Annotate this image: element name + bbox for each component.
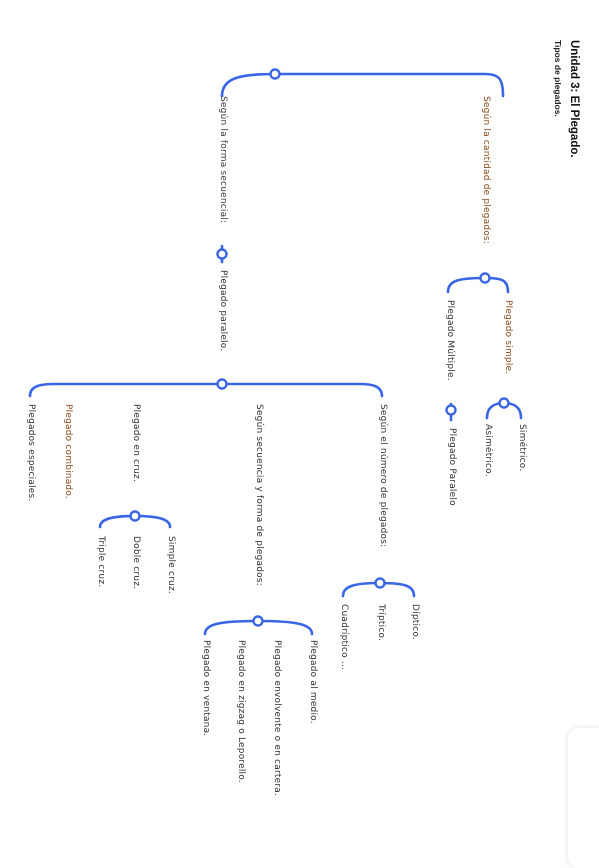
leaf-diptico: Díptico. — [410, 604, 420, 640]
branch-label-forma: Según la forma secuencial: — [218, 96, 228, 224]
leaf-envolvente: Plegado envolvente o en cartera. — [272, 640, 282, 797]
leaf-asimetrico: Asimétrico. — [483, 424, 493, 477]
leaf-triple-cruz: Triple cruz. — [96, 536, 106, 588]
node-multiple — [445, 404, 457, 416]
floating-panel-edge — [568, 728, 599, 868]
node-cruz — [129, 510, 141, 522]
leaf-al-medio: Plegado al medio. — [308, 640, 318, 724]
connector-cantidad-brace — [446, 276, 510, 294]
node-paralelo — [216, 378, 228, 390]
node-label-secuencia: Según secuencia y forma de plegados: — [254, 404, 264, 586]
branch-label-cantidad: Según la cantidad de plegados: — [481, 96, 491, 245]
node-label-cruz: Plegado en cruz. — [131, 404, 141, 483]
node-label-combinado: Plegado combinado. — [63, 404, 73, 499]
leaf-simple-cruz: Simple cruz. — [166, 536, 176, 594]
node-numero — [374, 577, 386, 589]
leaf-cuadriptico: Cuadríptico ... — [339, 604, 349, 671]
node-simple — [498, 397, 510, 409]
node-label-paralelo: Plegado paralelo. — [218, 270, 228, 352]
node-label-especiales: Plegados especiales. — [26, 404, 36, 502]
leaf-simetrico: Simétrico. — [517, 424, 527, 472]
node-forma — [216, 248, 228, 260]
leaf-plegado-paralelo: Plegado Paralelo — [447, 428, 457, 506]
connector-root-brace — [220, 72, 505, 98]
mind-map-connectors — [28, 68, 523, 636]
leaf-doble-cruz: Doble cruz. — [131, 536, 141, 590]
node-secuencia — [252, 615, 264, 627]
node-label-multiple: Plegado Múltiple. — [445, 300, 455, 381]
leaf-triptico: Tríptico. — [376, 604, 386, 642]
leaf-ventana: Plegado en ventana. — [201, 640, 211, 737]
node-cantidad — [479, 272, 491, 284]
node-label-simple: Plegado simple. — [503, 300, 513, 375]
leaf-zigzag: Plegado en zigzag o Leporello. — [236, 640, 246, 783]
connector-paralelo-brace — [28, 382, 384, 398]
node-root — [269, 68, 281, 80]
node-label-numero: Según el número de plegados: — [378, 404, 388, 548]
